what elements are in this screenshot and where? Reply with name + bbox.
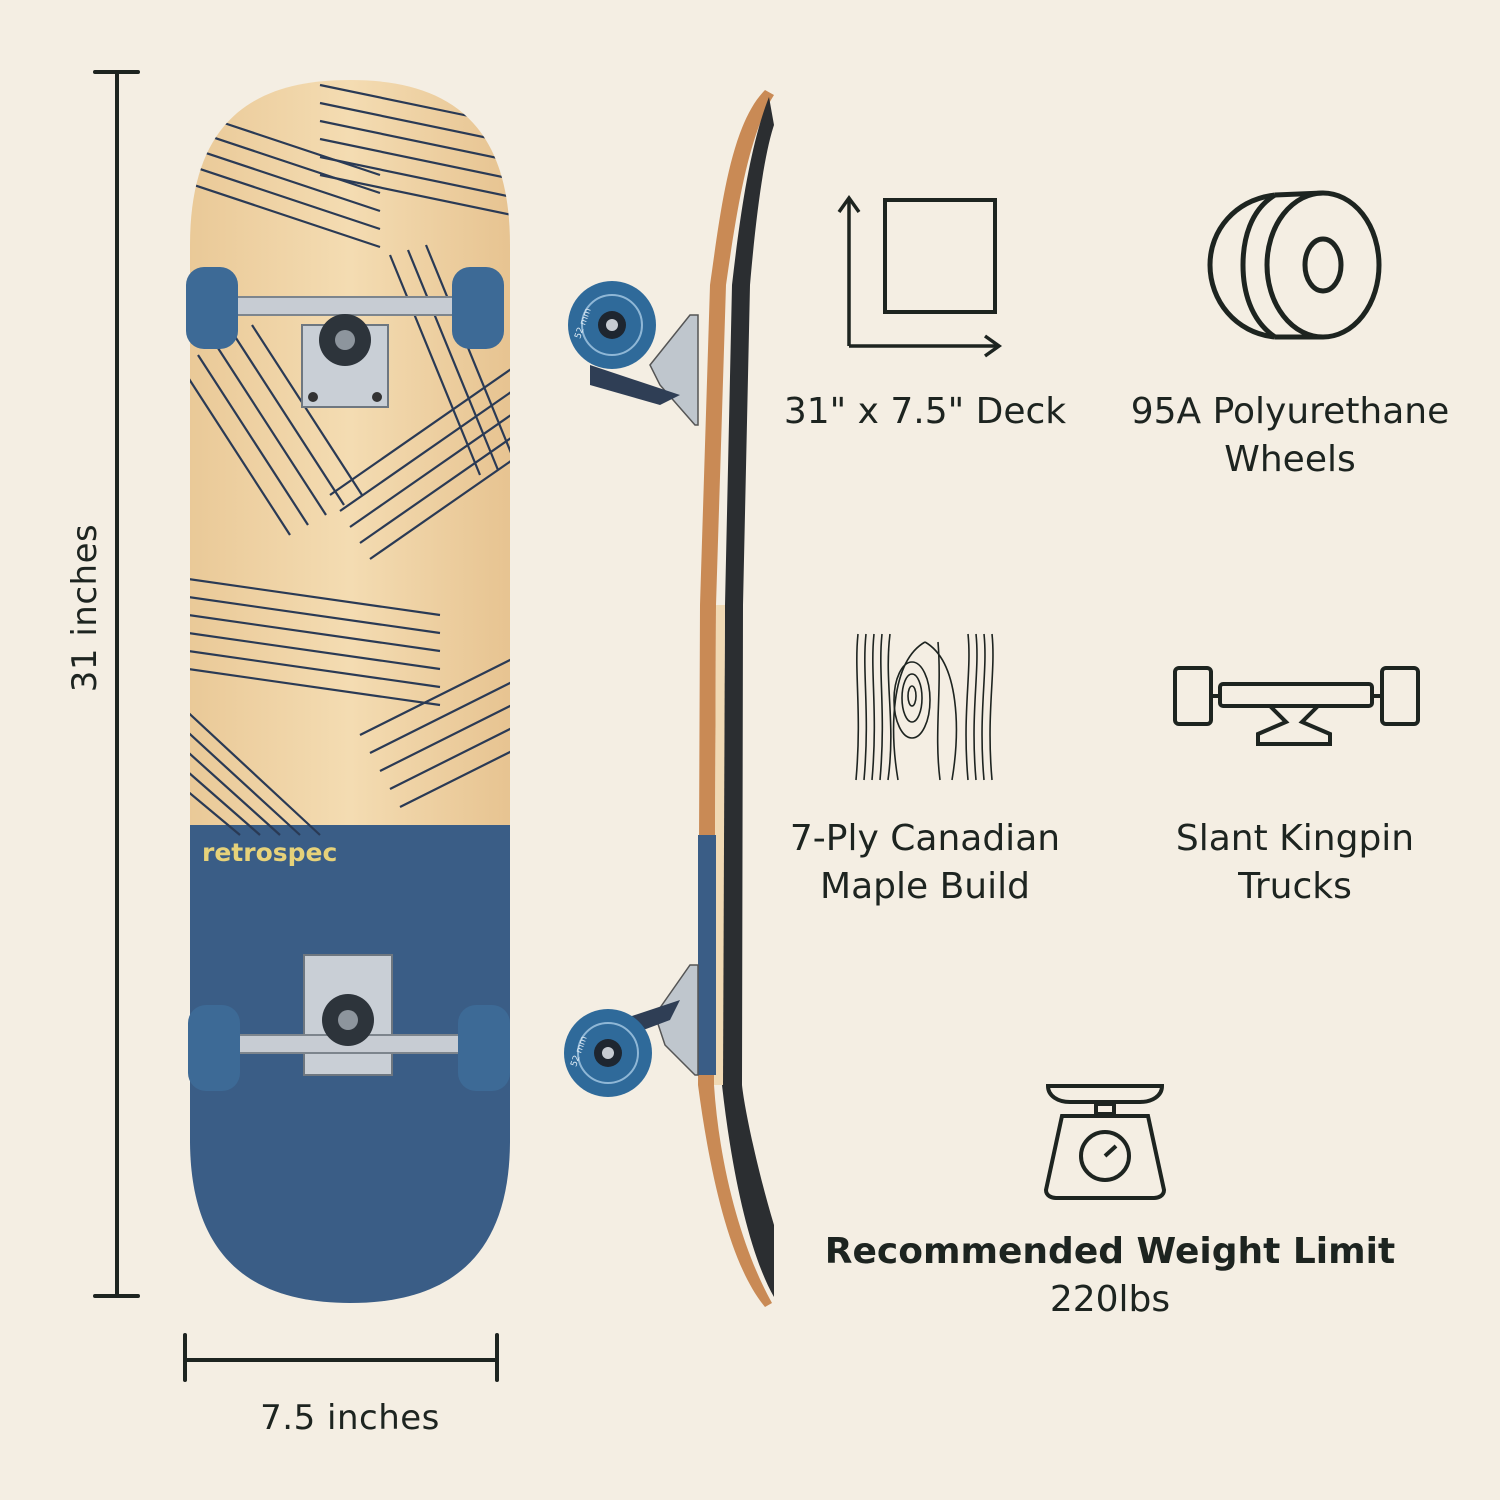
length-label: 31 inches	[65, 523, 105, 693]
weight-title: Recommended Weight Limit	[824, 1231, 1396, 1272]
deck-size-label: 31" x 7.5" Deck	[760, 388, 1090, 436]
maple-line2: Maple Build	[820, 866, 1030, 907]
brand-logo: retrospec	[202, 838, 337, 867]
width-label: 7.5 inches	[260, 1398, 440, 1438]
wood-grain-icon	[850, 632, 1000, 782]
maple-label: 7-Ply Canadian Maple Build	[760, 815, 1090, 911]
rear-truck	[188, 954, 510, 1091]
weight-label: Recommended Weight Limit 220lbs	[820, 1228, 1400, 1324]
maple-line1: 7-Ply Canadian	[789, 818, 1061, 859]
deck-size-icon	[835, 190, 1005, 360]
length-dimension-line	[93, 70, 140, 1298]
skateboard-bottom-view: retrospec	[186, 80, 510, 1303]
trucks-line2: Trucks	[1238, 866, 1352, 907]
wheels-line1: 95A Polyurethane	[1130, 391, 1450, 432]
width-dimension-line	[183, 1333, 499, 1382]
deck-size-text: 31" x 7.5" Deck	[783, 391, 1067, 432]
front-truck	[186, 267, 504, 408]
trucks-line1: Slant Kingpin	[1175, 818, 1415, 859]
truck-icon	[1170, 662, 1420, 752]
skateboard-side-view: 52 mm 52 mm	[564, 90, 774, 1307]
trucks-label: Slant Kingpin Trucks	[1120, 815, 1470, 911]
wheel-icon	[1205, 185, 1385, 345]
wheels-label: 95A Polyurethane Wheels	[1110, 388, 1470, 484]
wheels-line2: Wheels	[1224, 439, 1356, 480]
scale-icon	[1040, 1080, 1170, 1205]
weight-value: 220lbs	[1049, 1279, 1171, 1320]
